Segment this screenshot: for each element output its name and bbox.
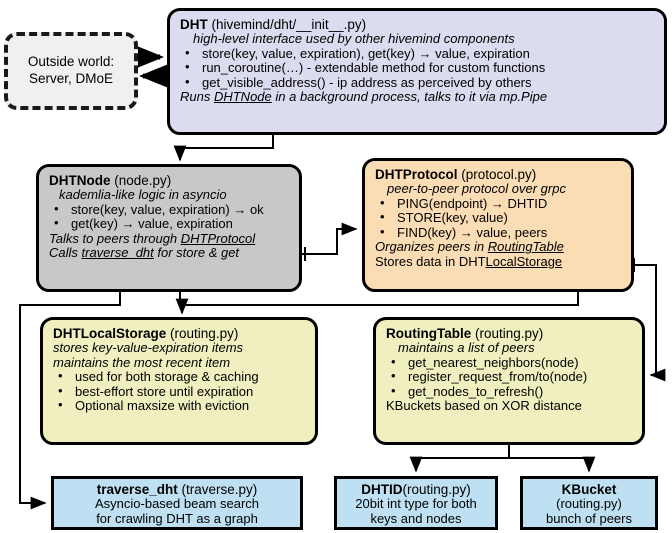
kbucket-name: KBucket: [561, 482, 617, 497]
traverse-title: traverse_dht (traverse.py): [58, 482, 296, 497]
routingtable-footer: KBuckets based on XOR distance: [386, 398, 582, 414]
localstorage-bullet-0: used for both storage & caching: [53, 369, 309, 385]
node-dhtlocalstorage[interactable]: DHTLocalStorage (routing.py) stores key-…: [40, 317, 318, 445]
routingtable-bullet-1: register_request_from/to(node): [386, 369, 636, 385]
dht-name: DHT: [180, 17, 208, 32]
localstorage-bullets: used for both storage & caching best-eff…: [53, 369, 309, 414]
routingtable-bullets: get_nearest_neighbors(node) register_req…: [386, 355, 636, 400]
traverse-line2: for crawling DHT as a graph: [96, 510, 258, 526]
node-routingtable[interactable]: RoutingTable (routing.py) maintains a li…: [373, 317, 645, 445]
connector-dht-to-dhtnode: [173, 135, 274, 162]
routingtable-title: RoutingTable (routing.py): [386, 326, 636, 341]
dhtid-name: DHTID: [361, 482, 403, 497]
traverse-name: traverse_dht: [96, 482, 178, 497]
localstorage-bullet-1: best-effort store until expiration: [53, 384, 309, 400]
localstorage-name: DHTLocalStorage: [53, 326, 167, 341]
outside-world-line2: Server, DMoE: [28, 71, 113, 86]
outside-world-line1: Outside world:: [27, 54, 115, 70]
dhtnode-footer2-post: for store & get: [153, 245, 240, 261]
dhtprotocol-bullet-2: FIND(key) → value, peers: [375, 225, 625, 241]
dhtid-title: DHTID(routing.py): [341, 482, 491, 497]
node-dhtid[interactable]: DHTID(routing.py) 20bit int type for bot…: [334, 476, 498, 530]
dhtprotocol-file: (protocol.py): [461, 167, 537, 182]
dhtprotocol-footer2-link-localstorage[interactable]: LocalStorage: [485, 253, 563, 269]
dhtnode-title: DHTNode (node.py): [49, 173, 293, 188]
dhtprotocol-footer1: Organizes peers in RoutingTable: [375, 240, 625, 255]
dhtprotocol-bullet-0: PING(endpoint) → DHTID: [375, 196, 625, 212]
kbucket-line1: bunch of peers: [545, 510, 632, 526]
dhtprotocol-footer1-link-routingtable[interactable]: RoutingTable: [487, 239, 564, 255]
dht-file: (hivemind/dht/__init__.py): [211, 17, 367, 32]
dhtnode-bullets: store(key, value, expiration) → ok get(k…: [49, 202, 293, 232]
connector-routingtable-to-kbucket: [509, 456, 596, 473]
traverse-line1: Asyncio-based beam search: [94, 496, 260, 512]
dhtnode-footer1-pre: Talks to peers through: [49, 230, 181, 246]
node-dht[interactable]: DHT (hivemind/dht/__init__.py) high-leve…: [167, 8, 667, 135]
dhtid-line1: 20bit int type for both: [355, 496, 477, 512]
dhtnode-bullet-1: get(key) → value, expiration: [49, 216, 293, 232]
routingtable-file: (routing.py): [475, 326, 544, 341]
dhtnode-footer2-link-traverse-dht[interactable]: traverse_dht: [81, 245, 154, 261]
dhtprotocol-subtitle: peer-to-peer protocol over grpc: [387, 181, 566, 197]
dhtprotocol-title: DHTProtocol (protocol.py): [375, 167, 625, 182]
dhtid-line2: keys and nodes: [370, 510, 462, 526]
routingtable-subtitle: maintains a list of peers: [398, 340, 535, 356]
traverse-file: (traverse.py): [181, 482, 258, 497]
dht-footer-link-dhtnode[interactable]: DHTNode: [213, 89, 272, 105]
dht-footer-post: in a background process, talks to it via…: [271, 89, 548, 105]
dhtprotocol-bullet-1: STORE(key, value): [375, 210, 625, 226]
connector-dhtnode-to-dhtprotocol: [302, 222, 358, 261]
dht-bullet-1: run_coroutine(…) - extendable method for…: [180, 60, 656, 76]
dht-bullet-2: get_visible_address() - ip address as pe…: [180, 75, 656, 91]
node-dhtnode[interactable]: DHTNode (node.py) kademlia-like logic in…: [36, 164, 302, 292]
dhtprotocol-name: DHTProtocol: [375, 167, 458, 182]
dhtprotocol-footer1-pre: Organizes peers in: [375, 239, 488, 255]
dhtnode-footer2: Calls traverse_dht for store & get: [49, 246, 293, 261]
dht-title: DHT (hivemind/dht/__init__.py): [180, 17, 656, 32]
dhtnode-file: (node.py): [114, 173, 172, 188]
routingtable-name: RoutingTable: [386, 326, 472, 341]
node-traverse-dht[interactable]: traverse_dht (traverse.py) Asyncio-based…: [51, 476, 303, 530]
connector-dhtnode-to-localstorage: [175, 292, 189, 315]
localstorage-bullet-2: Optional maxsize with eviction: [53, 398, 309, 414]
dhtnode-subtitle: kademlia-like logic in asyncio: [59, 187, 227, 203]
dht-bullets: store(key, value, expiration), get(key) …: [180, 46, 656, 91]
localstorage-file: (routing.py): [170, 326, 239, 341]
routingtable-bullet-0: get_nearest_neighbors(node): [386, 355, 636, 371]
dhtnode-bullet-0: store(key, value, expiration) → ok: [49, 202, 293, 218]
dht-bullet-0: store(key, value, expiration), get(key) …: [180, 46, 656, 62]
localstorage-subtitle1: stores key-value-expiration items: [53, 340, 244, 356]
dht-footer-pre: Runs: [180, 89, 214, 105]
connector-dhtprotocol-to-localstorage: [182, 292, 579, 306]
dhtprotocol-footer2: Stores data in DHTLocalStorage: [375, 253, 625, 270]
dhtprotocol-bullets: PING(endpoint) → DHTID STORE(key, value)…: [375, 196, 625, 241]
localstorage-subtitle2: maintains the most recent item: [53, 354, 231, 370]
connector-routingtable-to-dhtid: [409, 445, 510, 473]
dhtprotocol-footer2-pre: Stores data in DHT: [375, 253, 486, 269]
node-kbucket[interactable]: KBucket (routing.py) bunch of peers: [520, 476, 658, 530]
kbucket-file: (routing.py): [556, 496, 622, 512]
kbucket-title: KBucket: [527, 482, 651, 497]
dhtnode-footer1-link-dhtprotocol[interactable]: DHTProtocol: [180, 230, 256, 246]
dhtnode-name: DHTNode: [49, 173, 111, 188]
node-dhtprotocol[interactable]: DHTProtocol (protocol.py) peer-to-peer p…: [362, 158, 634, 292]
dhtnode-footer1: Talks to peers through DHTProtocol: [49, 230, 293, 247]
routingtable-bullet-2: get_nodes_to_refresh(): [386, 384, 636, 400]
dhtid-file: (routing.py): [402, 482, 471, 497]
dht-footer: Runs DHTNode in a background process, ta…: [180, 90, 656, 105]
node-outside-world[interactable]: Outside world: Server, DMoE: [4, 32, 138, 110]
dht-subtitle: high-level interface used by other hivem…: [193, 31, 515, 47]
dhtnode-footer2-pre: Calls: [49, 245, 82, 261]
localstorage-title: DHTLocalStorage (routing.py): [53, 326, 309, 341]
